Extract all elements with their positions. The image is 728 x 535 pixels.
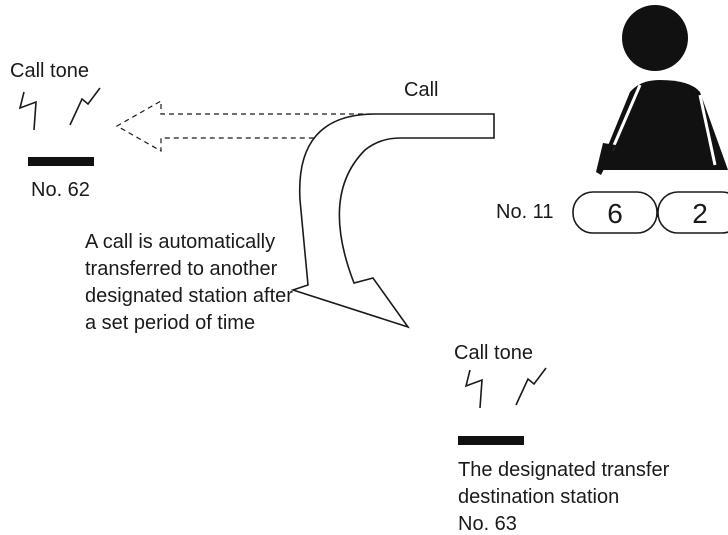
transfer-arrow bbox=[290, 113, 495, 329]
key-6-button[interactable]: 6 bbox=[572, 191, 658, 234]
station-bar-62 bbox=[28, 157, 94, 166]
tone-zigzag-left-a bbox=[18, 91, 37, 131]
key-2-button[interactable]: 2 bbox=[657, 191, 728, 234]
call-tone-label-dest: Call tone bbox=[454, 342, 533, 364]
station-62: Call tone No. 62 bbox=[10, 60, 101, 201]
dashed-ring-arrow bbox=[115, 99, 372, 153]
caller-number: No. 11 bbox=[496, 201, 553, 223]
transfer-note-line-1: A call is automatically bbox=[85, 231, 275, 253]
caller-person-icon bbox=[596, 5, 728, 175]
call-label: Call bbox=[404, 79, 438, 101]
call-tone-icon-left bbox=[18, 87, 101, 131]
call-tone-icon-dest bbox=[464, 367, 547, 409]
station-number-62: No. 62 bbox=[31, 179, 90, 201]
tone-zigzag-left-b bbox=[69, 87, 101, 126]
dashed-arrow-outline bbox=[115, 99, 372, 153]
transfer-note-line-4: a set period of time bbox=[85, 312, 255, 334]
station-63: Call tone The designated transfer destin… bbox=[454, 342, 670, 535]
key-6-label: 6 bbox=[607, 198, 623, 229]
call-tone-label-left: Call tone bbox=[10, 60, 89, 82]
transfer-note: A call is automatically transferred to a… bbox=[85, 231, 293, 334]
tone-zigzag-dest-b bbox=[515, 367, 547, 406]
dest-desc-line-1: The designated transfer bbox=[458, 459, 670, 481]
key-2-label: 2 bbox=[692, 198, 708, 229]
transfer-note-line-3: designated station after bbox=[85, 285, 293, 307]
station-bar-63 bbox=[458, 436, 524, 445]
tone-zigzag-dest-a bbox=[464, 369, 483, 409]
dest-desc-line-3: No. 63 bbox=[458, 513, 517, 535]
transfer-note-line-2: transferred to another bbox=[85, 258, 278, 280]
dest-desc-line-2: destination station bbox=[458, 486, 619, 508]
